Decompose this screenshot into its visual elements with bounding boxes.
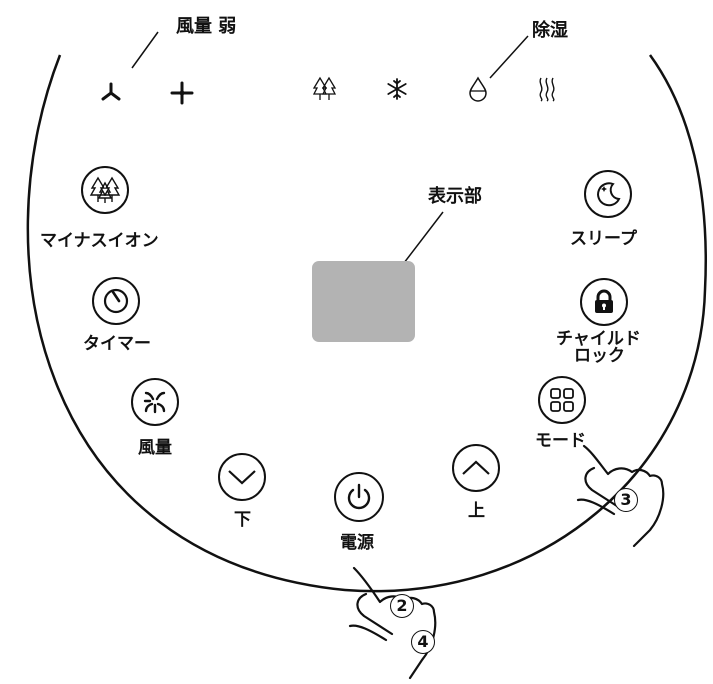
hand-pointer-icon-power (348, 566, 437, 680)
down-button[interactable] (218, 453, 266, 501)
heat-waves-icon (539, 77, 555, 102)
callout-dehumidify: 除湿 (532, 20, 568, 41)
timer-icon (103, 288, 129, 314)
grid-icon (550, 388, 574, 412)
step-number-power-a: 2 (390, 594, 414, 618)
power-label: 電源 (340, 533, 374, 553)
child-lock-button[interactable] (580, 278, 628, 326)
step-number-mode: 3 (614, 488, 638, 512)
callout-fan-weak: 風量 弱 (176, 16, 237, 37)
chevron-down-icon (228, 470, 256, 485)
mode-label: モード (535, 431, 586, 451)
child-lock-label-line2: ロック (574, 346, 625, 366)
down-label: 下 (234, 510, 251, 530)
moon-icon (597, 182, 621, 207)
fan-strong-icon (170, 81, 194, 105)
mode-button[interactable] (538, 376, 586, 424)
fan-weak-icon (101, 82, 121, 101)
snowflake-icon (387, 78, 407, 100)
power-icon (347, 483, 371, 510)
sleep-button[interactable] (584, 170, 632, 218)
display-panel (312, 261, 415, 342)
power-button[interactable] (334, 472, 384, 522)
tree-icon (313, 76, 337, 100)
up-button[interactable] (452, 444, 500, 492)
sleep-label: スリープ (570, 229, 637, 249)
trees-icon (89, 176, 121, 203)
minus-ion-button[interactable] (81, 166, 129, 214)
callout-display: 表示部 (428, 186, 482, 207)
step-number-power-b: 4 (411, 630, 435, 654)
minus-ion-label: マイナスイオン (40, 231, 159, 251)
water-drop-icon (469, 76, 487, 102)
child-lock-label-line1: チャイルド (556, 329, 641, 349)
leader-line-fan-weak (131, 31, 159, 69)
leader-line-dehumidify (489, 35, 529, 79)
lock-icon (595, 289, 613, 313)
chevron-up-icon (462, 460, 490, 475)
hand-pointer-icon (576, 444, 665, 548)
timer-button[interactable] (92, 277, 140, 325)
fan-speed-icon (143, 391, 166, 414)
timer-label: タイマー (83, 334, 151, 354)
up-label: 上 (468, 501, 485, 521)
fan-speed-label: 風量 (138, 438, 172, 458)
fan-speed-button[interactable] (131, 378, 179, 426)
